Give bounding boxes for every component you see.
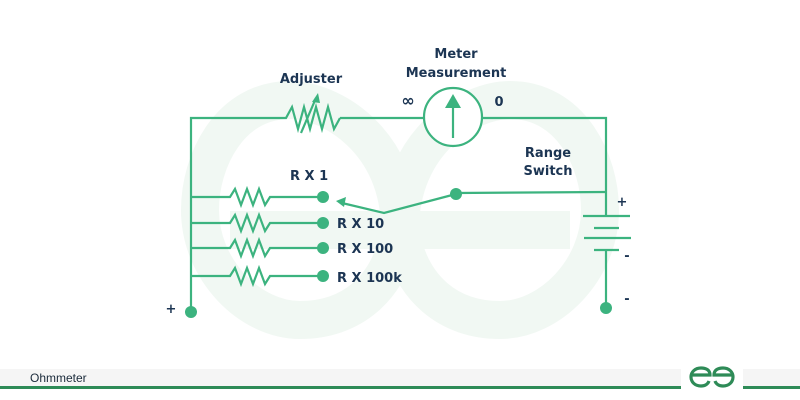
top-wire-meter-right — [483, 116, 608, 215]
range-label-x100k: R X 100k — [337, 271, 402, 286]
meter-needle-head — [445, 94, 461, 108]
footer-bar — [0, 369, 800, 387]
range-resistor-1 — [191, 185, 329, 209]
footer-divider — [0, 386, 800, 389]
range-label-line1: Range — [525, 146, 571, 161]
negative-terminal[interactable] — [600, 302, 612, 314]
meter-label-line1: Meter — [434, 47, 478, 62]
range-contact-100k[interactable] — [317, 270, 329, 282]
range-contact-1[interactable] — [317, 191, 329, 203]
range-contact-100[interactable] — [317, 242, 329, 254]
battery-plus-label: + — [617, 195, 628, 210]
battery — [583, 214, 631, 308]
range-label-x100: R X 100 — [337, 242, 393, 257]
range-resistor-100 — [191, 236, 329, 260]
watermark-logo — [180, 80, 620, 340]
adjuster-arrow-head — [312, 93, 320, 103]
range-resistor-10 — [191, 211, 329, 235]
range-switch-pivot[interactable] — [450, 188, 462, 200]
range-label-line2: Switch — [523, 164, 572, 179]
adjuster-label: Adjuster — [280, 72, 343, 87]
adjuster-resistor — [280, 102, 341, 134]
terminal-minus-label: - — [624, 292, 629, 307]
switch-to-battery-wire — [455, 190, 607, 195]
footer-caption: Ohmmeter — [30, 371, 87, 385]
range-contact-10[interactable] — [317, 217, 329, 229]
meter-label-line2: Measurement — [406, 66, 507, 81]
adjuster-arrow-line — [299, 97, 318, 134]
infinity-label: ∞ — [401, 91, 414, 110]
gfg-logo-icon — [689, 366, 735, 388]
range-label-x1: R X 1 — [290, 169, 328, 184]
range-resistor-100k — [191, 264, 329, 288]
brand-logo — [681, 362, 743, 392]
range-switch-arm[interactable] — [341, 192, 457, 215]
range-label-x10: R X 10 — [337, 217, 384, 232]
battery-minus-label: - — [624, 249, 629, 264]
range-switch-arrow-head — [336, 197, 346, 207]
terminal-plus-label: + — [166, 302, 177, 317]
positive-terminal[interactable] — [185, 306, 197, 318]
zero-label: 0 — [494, 95, 503, 110]
